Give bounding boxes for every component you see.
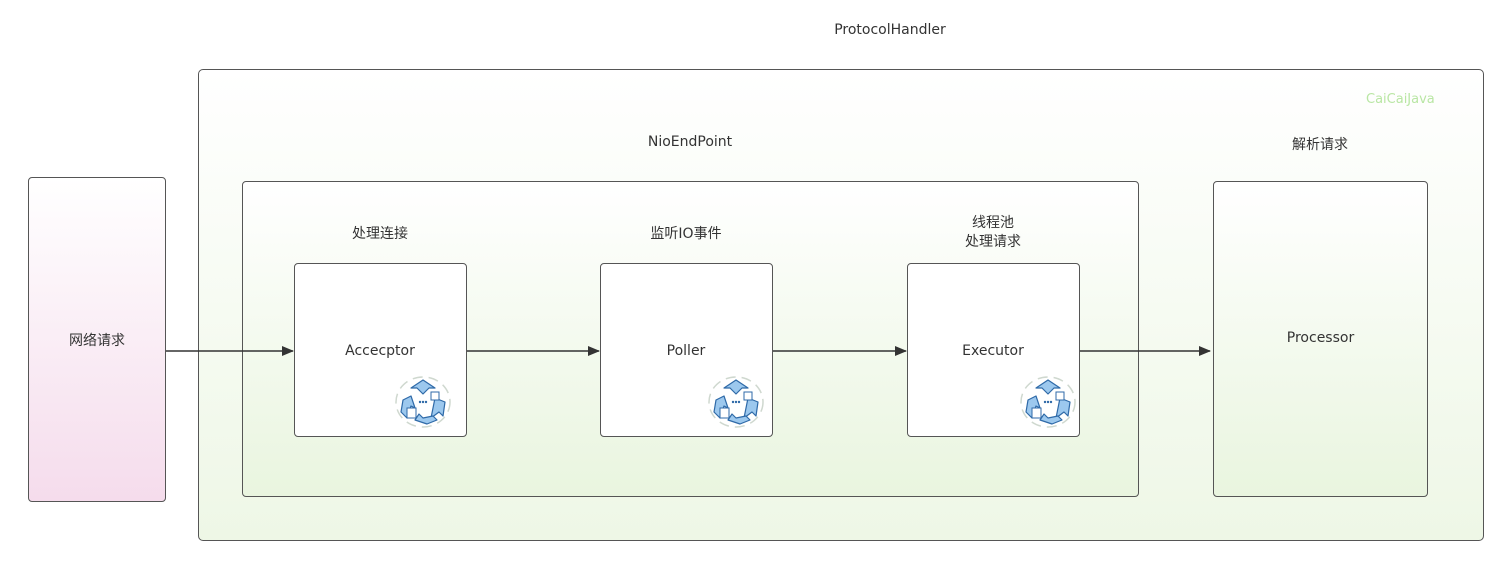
executor-caption-line2: 处理请求 [965, 234, 1021, 250]
acceptor-label: Accecptor [345, 343, 415, 359]
network-request-label: 网络请求 [69, 333, 125, 349]
poller-caption: 监听IO事件 [650, 226, 722, 242]
poller-box: Poller [600, 263, 773, 437]
network-request-box [28, 177, 166, 502]
endpoint-title: NioEndPoint [647, 134, 733, 150]
executor-label: Executor [962, 343, 1024, 359]
acceptor-caption: 处理连接 [352, 226, 408, 242]
poller-label: Poller [666, 343, 706, 359]
processor-caption: 解析请求 [1292, 137, 1348, 153]
executor-caption-line1: 线程池 [972, 215, 1014, 231]
processor-label: Processor [1286, 330, 1355, 346]
processor-box [1213, 181, 1428, 497]
diagram-title: ProtocolHandler [834, 22, 946, 38]
executor-box: Executor [907, 263, 1080, 437]
acceptor-box: Accecptor [294, 263, 467, 437]
watermark: CaiCaiJava [1366, 92, 1435, 107]
